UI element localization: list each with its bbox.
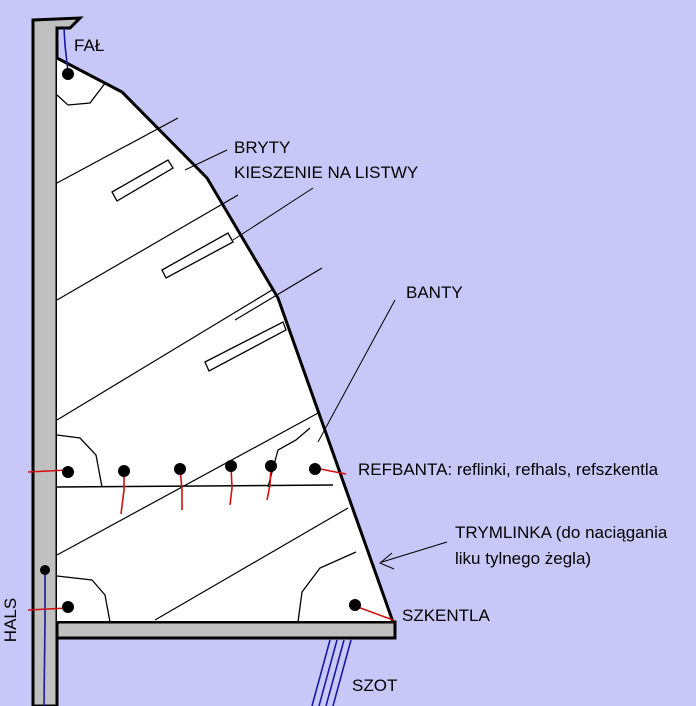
reef-point-1 [118, 465, 130, 477]
tack-line-eye [40, 565, 50, 575]
label-banty: BANTY [406, 283, 463, 302]
tack-line [43, 570, 46, 706]
halyard-line [63, 27, 69, 73]
clew-patch [297, 551, 357, 623]
reef-clew-cringle [309, 463, 321, 475]
label-trymlinka: TRYMLINKA (do naciągania liku tylnego że… [455, 523, 667, 569]
label-trymlinka-line2: liku tylnego żegla) [455, 549, 592, 568]
head-cringle [62, 68, 74, 80]
label-trymlinka-line1: TRYMLINKA (do naciągania [455, 523, 668, 542]
label-refbanta: REFBANTA: reflinki, refhals, refszkentla [358, 460, 659, 479]
head-patch [56, 81, 107, 106]
panel-seams [56, 117, 349, 621]
label-kieszenie: KIESZENIE NA LISTWY [234, 163, 419, 182]
tack-patch [56, 575, 111, 623]
reef-point-3 [225, 460, 237, 472]
sheet-lines [311, 639, 352, 706]
label-bryty: BRYTY [234, 138, 291, 157]
boom [55, 620, 397, 640]
leader-lines [184, 149, 396, 443]
label-hals: HALS [1, 597, 21, 643]
label-fal: FAŁ [74, 36, 105, 55]
reef-point-4 [265, 460, 277, 472]
reef-point-2 [174, 463, 186, 475]
label-szot: SZOT [352, 676, 398, 695]
reef-band [56, 484, 334, 488]
batten-pockets [111, 159, 287, 372]
eyelets [40, 68, 361, 613]
reef-tack-patch [56, 434, 103, 488]
sail [57, 58, 393, 622]
clew-cringle [349, 599, 361, 611]
sail-leech [56, 56, 395, 623]
trymlinka-arrow [379, 541, 448, 570]
mast [31, 16, 84, 706]
label-szkentla: SZKENTLA [402, 606, 490, 625]
tack-cringle [62, 601, 74, 613]
reef-tack-cringle [62, 466, 74, 478]
